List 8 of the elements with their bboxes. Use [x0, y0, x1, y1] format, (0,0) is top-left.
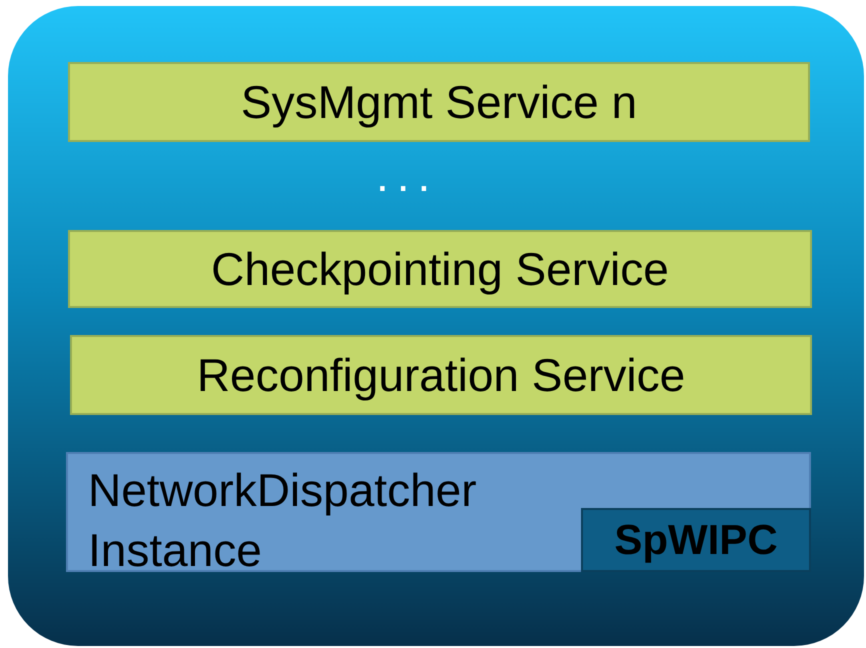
- layer-title: NetworkDispatcher Instance: [88, 463, 478, 578]
- module-box: SpWIPC: [581, 508, 811, 572]
- instance-layer: [66, 452, 811, 572]
- panel-background: [8, 6, 864, 646]
- ellipsis-text: ...: [376, 148, 438, 202]
- service-layer: SysMgmt Service n: [68, 62, 810, 142]
- service-layer: Reconfiguration Service: [70, 335, 812, 415]
- service-layer: Checkpointing Service: [68, 230, 812, 308]
